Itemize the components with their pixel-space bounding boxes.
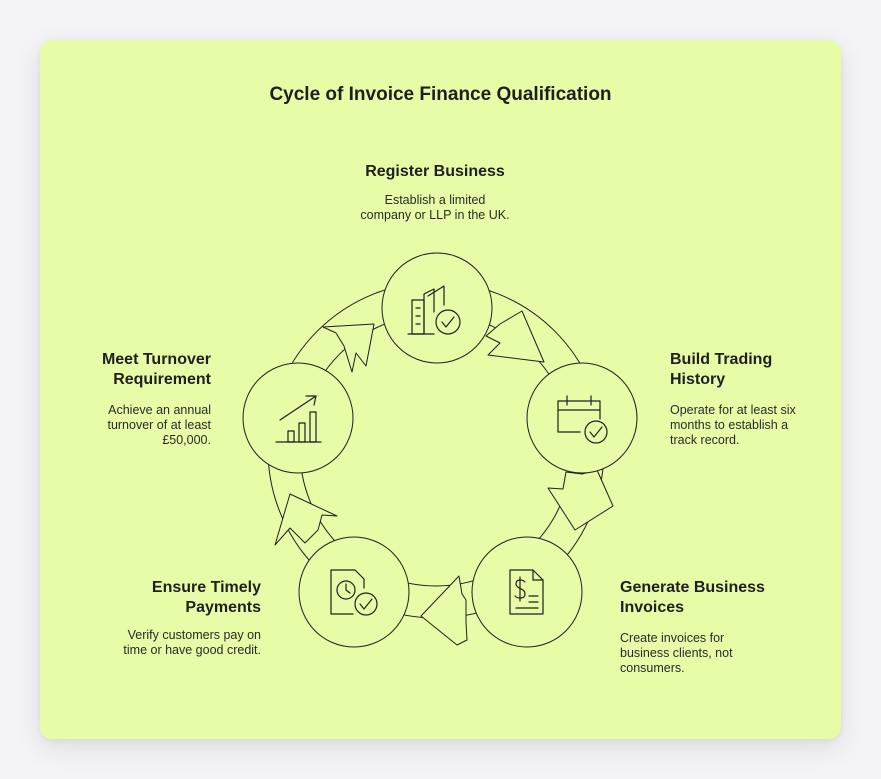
step-circle-invoices — [471, 536, 583, 648]
arrow-turnover-to-register — [322, 323, 375, 373]
arrow-trading-to-invoices — [547, 469, 614, 531]
step-turnover-description: Achieve an annual turnover of at least £… — [107, 403, 211, 447]
step-invoices-description: Create invoices for business clients, no… — [620, 631, 733, 675]
arrow-payments-to-turnover — [274, 493, 338, 546]
clock-check-icon — [330, 569, 378, 616]
step-circle-payments — [298, 536, 410, 648]
calendar-check-icon — [557, 395, 608, 444]
step-trading-description: Operate for at least six months to estab… — [670, 403, 796, 447]
invoice-document-icon — [509, 569, 544, 615]
arrow-invoices-to-payments — [420, 575, 468, 646]
step-circle-register — [381, 252, 493, 364]
step-circle-turnover — [242, 362, 354, 474]
step-circle-trading — [526, 362, 638, 474]
arrow-register-to-trading — [485, 310, 545, 363]
step-register-description: Establish a limited company or LLP in th… — [360, 193, 510, 222]
step-payments-title: Ensure Timely Payments — [151, 579, 261, 616]
growth-chart-icon — [275, 395, 322, 443]
diagram-title: Cycle of Invoice Finance Qualification — [269, 84, 612, 105]
step-payments-description: Verify customers pay on time or have goo… — [123, 628, 261, 657]
step-register-title: Register Business — [365, 163, 505, 180]
step-invoices-title: Generate Business Invoices — [620, 579, 765, 616]
step-trading-title: Build Trading History — [670, 351, 773, 388]
building-check-icon — [407, 285, 461, 335]
step-turnover-title: Meet Turnover Requirement — [101, 351, 211, 388]
